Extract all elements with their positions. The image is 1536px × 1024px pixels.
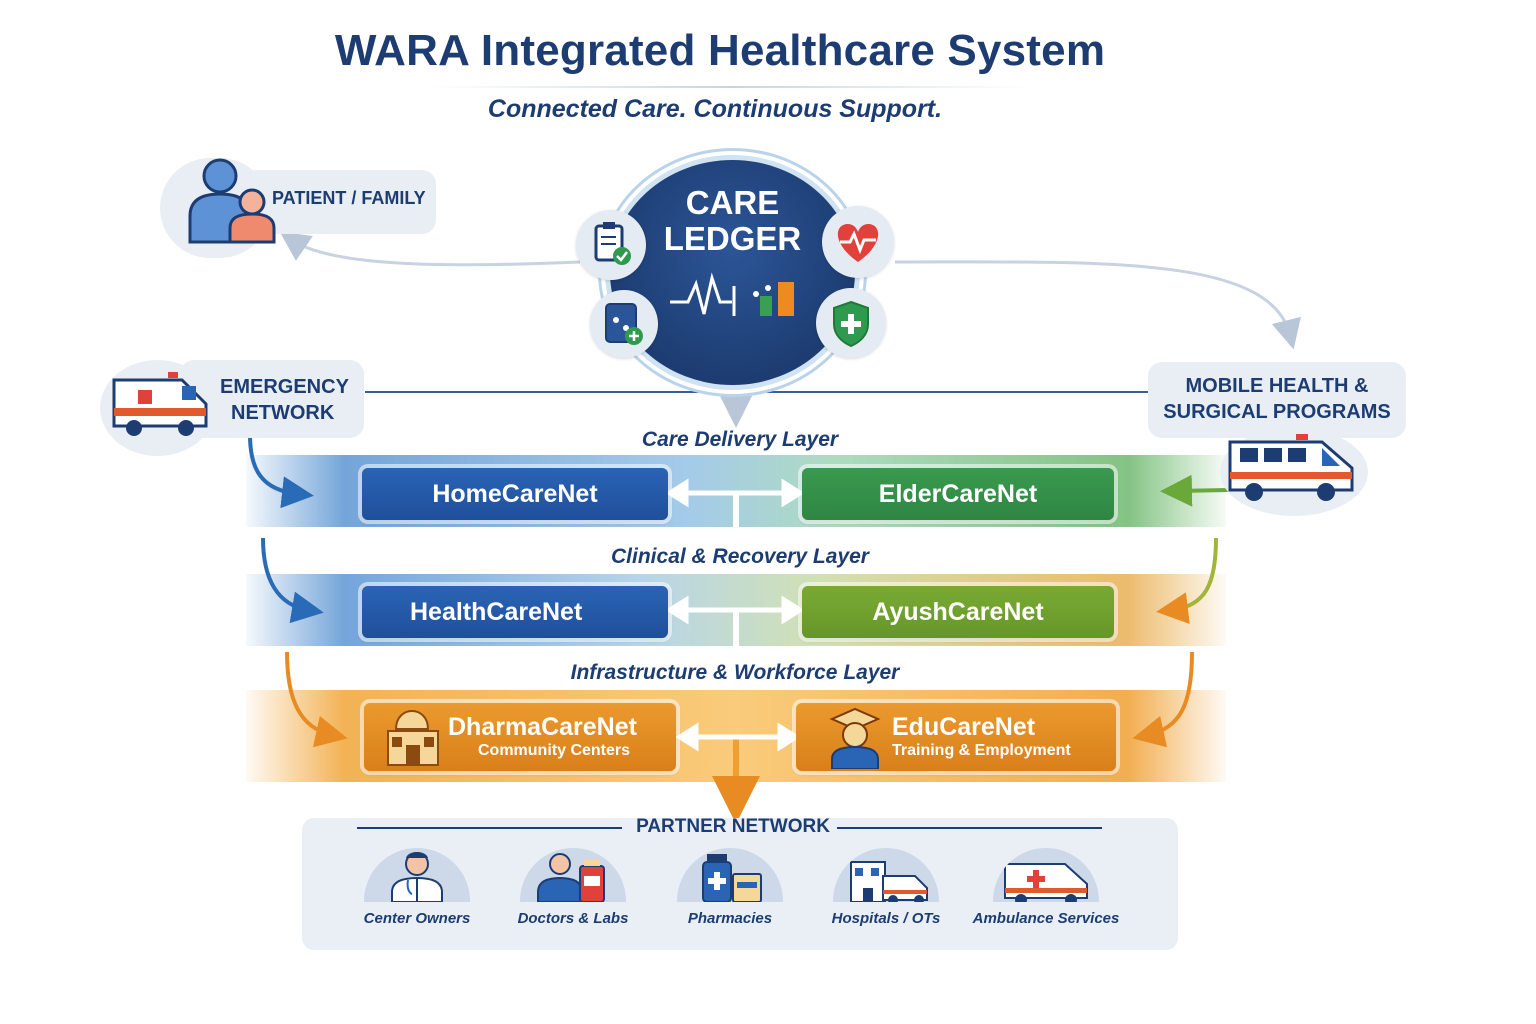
mobile-health-pill xyxy=(1148,362,1406,438)
analytics-chart-icon xyxy=(670,272,794,316)
emergency-label-line2: NETWORK xyxy=(231,402,335,424)
hospitals-ots-icon-circle xyxy=(833,848,939,902)
partner-label-pharmacies: Pharmacies xyxy=(687,910,773,927)
shield-badge xyxy=(816,288,886,358)
educarenet-label: EduCareNet xyxy=(892,713,1036,742)
partner-network-title: PARTNER NETWORK xyxy=(636,816,830,837)
partner-label-hospitals-ots: Hospitals / OTs xyxy=(831,910,941,927)
partner-doctors-labs[interactable]: Doctors & Labs xyxy=(508,848,638,927)
medical-record-icon xyxy=(605,303,643,345)
emergency-network-node: EMERGENCY NETWORK xyxy=(100,358,365,458)
dharmacarenet-label: DharmaCareNet xyxy=(448,713,637,742)
doctor-icon xyxy=(391,852,443,902)
graduate-icon xyxy=(829,707,881,769)
doctors-labs-icon-circle xyxy=(520,848,626,902)
healthcarenet-label: HealthCareNet xyxy=(410,597,583,626)
clinical-recovery-layer-title: Clinical & Recovery Layer xyxy=(611,545,869,568)
family-icon xyxy=(188,158,276,244)
partner-pharmacies[interactable]: Pharmacies xyxy=(665,848,795,927)
hub-title-line2: LEDGER xyxy=(663,220,802,257)
hospital-icon xyxy=(850,861,928,902)
educarenet-box[interactable]: EduCareNet Training & Employment xyxy=(796,703,1116,771)
ambulance-services-icon xyxy=(1004,863,1088,902)
healthcarenet-box[interactable]: HealthCareNet xyxy=(362,586,668,638)
emergency-label-line1: EMERGENCY xyxy=(220,376,349,398)
partner-label-doctors-labs: Doctors & Labs xyxy=(517,910,629,927)
care-ledger-hub: CARE LEDGER xyxy=(610,160,855,385)
title-divider xyxy=(430,86,1030,88)
educarenet-sublabel: Training & Employment xyxy=(892,742,1071,760)
page-title: WARA Integrated Healthcare System xyxy=(334,26,1106,75)
heartbeat-icon xyxy=(837,224,879,262)
homecarenet-label: HomeCareNet xyxy=(432,479,598,508)
checklist-icon xyxy=(594,222,631,265)
checklist-badge xyxy=(576,210,646,280)
shield-plus-icon xyxy=(833,300,869,348)
partner-hospitals-ots[interactable]: Hospitals / OTs xyxy=(821,848,951,927)
partner-title-rule-left xyxy=(357,827,622,829)
heart-badge xyxy=(822,206,894,278)
partner-center-owners[interactable]: Center Owners xyxy=(352,848,482,927)
page-subtitle: Connected Care. Continuous Support. xyxy=(487,95,943,123)
lab-icon xyxy=(537,853,605,902)
infrastructure-layer-title: Infrastructure & Workforce Layer xyxy=(570,661,900,684)
mobile-health-label-line1: MOBILE HEALTH & xyxy=(1185,375,1369,397)
ambulance-icon xyxy=(112,372,208,436)
pharmacy-icon xyxy=(702,854,762,902)
partner-label-center-owners: Center Owners xyxy=(363,910,471,927)
hub-title-line1: CARE xyxy=(685,184,780,221)
ayushcarenet-label: AyushCareNet xyxy=(872,597,1044,626)
dharmacarenet-box[interactable]: DharmaCareNet Community Centers xyxy=(364,703,676,771)
homecarenet-box[interactable]: HomeCareNet xyxy=(362,468,668,520)
patient-family-node: PATIENT / FAMILY xyxy=(160,158,440,258)
care-delivery-layer-title: Care Delivery Layer xyxy=(641,428,839,451)
ambulance-services-icon-circle xyxy=(993,848,1099,902)
eldercarenet-label: ElderCareNet xyxy=(878,479,1038,508)
partner-network-panel: PARTNER NETWORK Center Owners Doctors & … xyxy=(302,816,1178,950)
mobile-health-label-line2: SURGICAL PROGRAMS xyxy=(1163,401,1391,423)
patient-family-label: PATIENT / FAMILY xyxy=(272,188,426,208)
hub-circle xyxy=(610,160,855,385)
medical-record-badge xyxy=(590,290,658,358)
pharmacies-icon-circle xyxy=(677,848,783,902)
partner-title-rule-right xyxy=(837,827,1102,829)
ayushcarenet-box[interactable]: AyushCareNet xyxy=(802,586,1114,638)
partner-label-ambulance-services: Ambulance Services xyxy=(972,910,1120,927)
dharmacarenet-sublabel: Community Centers xyxy=(478,742,631,760)
eldercarenet-box[interactable]: ElderCareNet xyxy=(802,468,1114,520)
center-owners-icon-circle xyxy=(364,848,470,902)
mobile-van-icon xyxy=(1228,434,1354,501)
partner-ambulance-services[interactable]: Ambulance Services xyxy=(966,848,1126,927)
community-center-icon xyxy=(387,709,439,766)
